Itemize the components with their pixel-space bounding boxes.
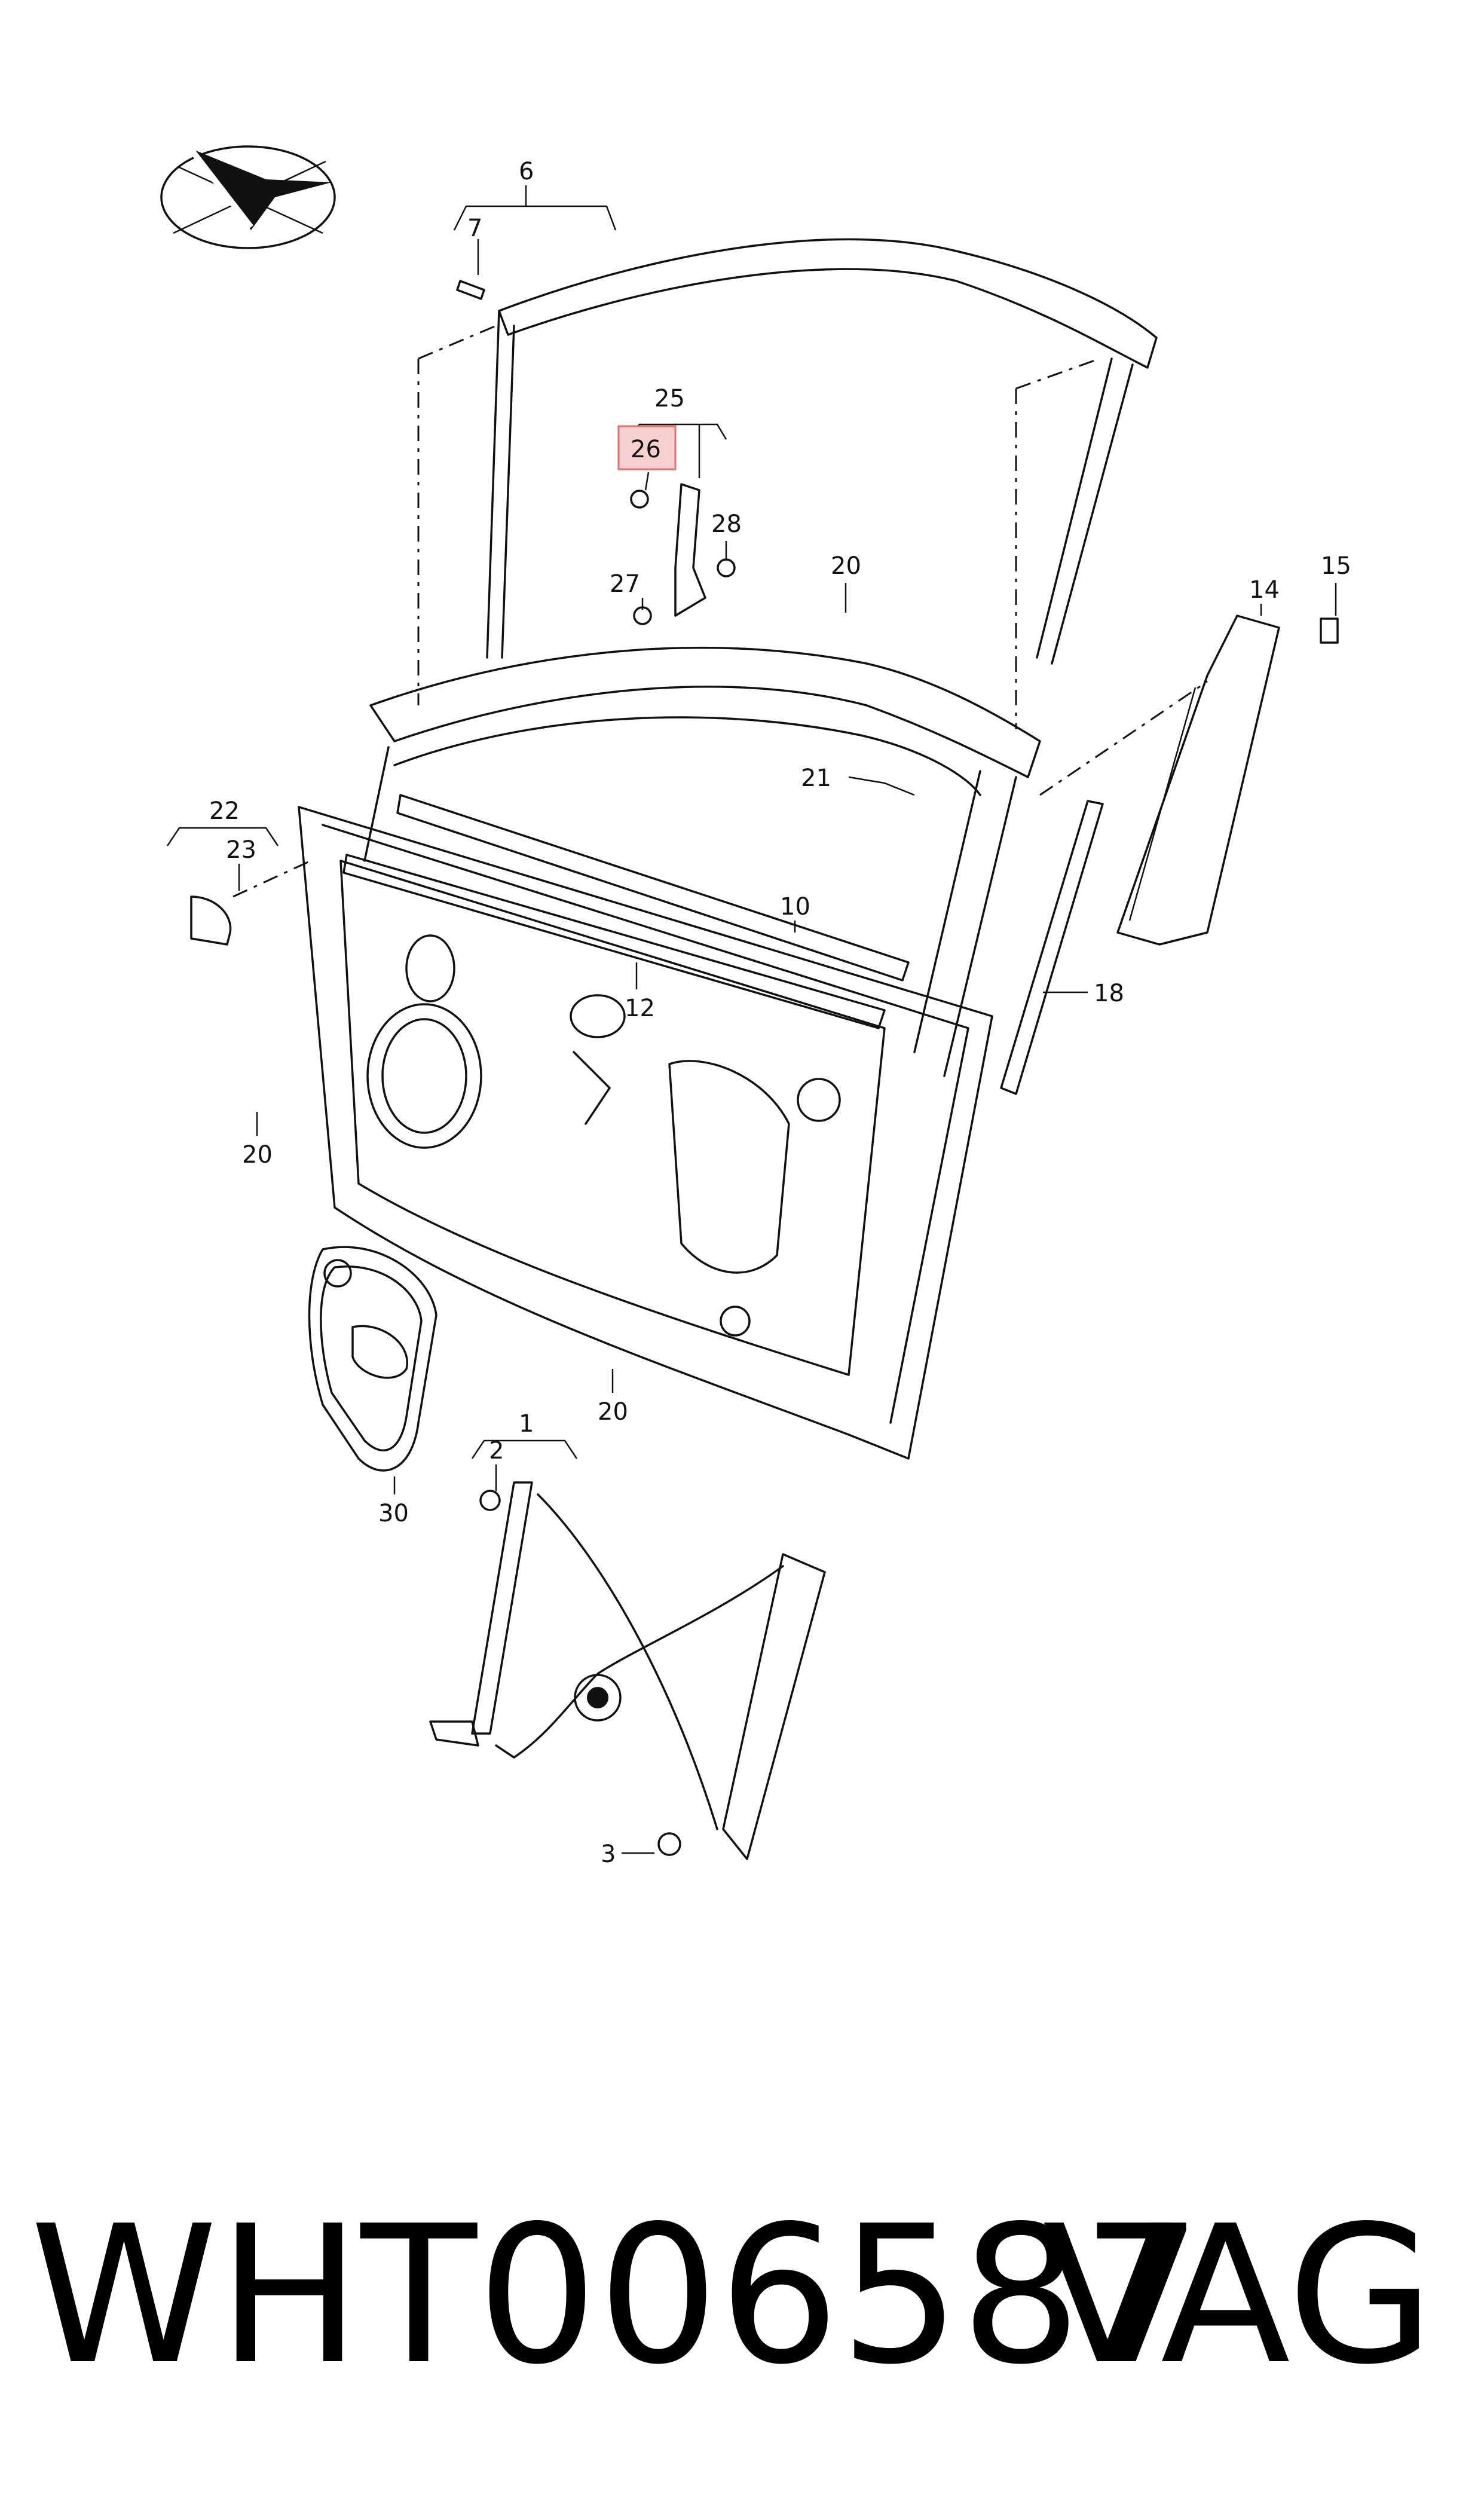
callout-22: 22 — [209, 797, 240, 825]
callout-21: 21 — [801, 765, 831, 792]
door-membrane — [308, 1246, 437, 1472]
callout-2: 2 — [489, 1437, 504, 1465]
callout-7: 7 — [467, 215, 482, 242]
door-exploded-diagram: 6 7 25 26 28 27 20 14 15 21 22 23 10 12 … — [160, 145, 1351, 1868]
callout-20-bottom: 20 — [598, 1398, 628, 1426]
window-regulator — [429, 1481, 826, 1860]
callout-30: 30 — [378, 1500, 409, 1527]
callout-25: 25 — [654, 385, 685, 412]
callout-28: 28 — [711, 510, 742, 538]
door-frame-upper — [363, 646, 1041, 1077]
leader-lines — [166, 185, 1337, 1854]
screw-7 — [456, 280, 485, 300]
door-inner-panel — [298, 806, 993, 1460]
window-frame-seal — [417, 238, 1158, 729]
guide-strip — [1000, 800, 1104, 1095]
callout-15: 15 — [1321, 552, 1351, 580]
callout-6: 6 — [519, 158, 534, 185]
window-bracket — [630, 483, 736, 625]
callout-12: 12 — [625, 995, 655, 1022]
brand-name: VAG — [1042, 2185, 1434, 2406]
callout-1: 1 — [519, 1410, 534, 1438]
callout-18: 18 — [1094, 980, 1124, 1007]
door-stop-part — [190, 860, 311, 946]
callout-labels: 6 7 25 26 28 27 20 14 15 21 22 23 10 12 … — [209, 158, 1351, 1868]
callout-20-top: 20 — [831, 552, 861, 580]
callout-20-left: 20 — [242, 1141, 273, 1169]
callout-23: 23 — [226, 836, 256, 864]
callout-10: 10 — [780, 893, 810, 921]
callout-27: 27 — [610, 570, 640, 598]
part-caption: WHT006587 VAG — [30, 2188, 1452, 2403]
window-seal-strips — [342, 794, 910, 1029]
outer-guide-rail — [1039, 615, 1339, 946]
callout-26-highlight — [617, 425, 677, 470]
callout-14: 14 — [1249, 576, 1280, 604]
callout-26: 26 — [631, 436, 661, 463]
callout-3: 3 — [601, 1841, 616, 1868]
part-number: WHT006587 — [30, 2185, 1203, 2406]
orientation-symbol — [160, 145, 336, 249]
